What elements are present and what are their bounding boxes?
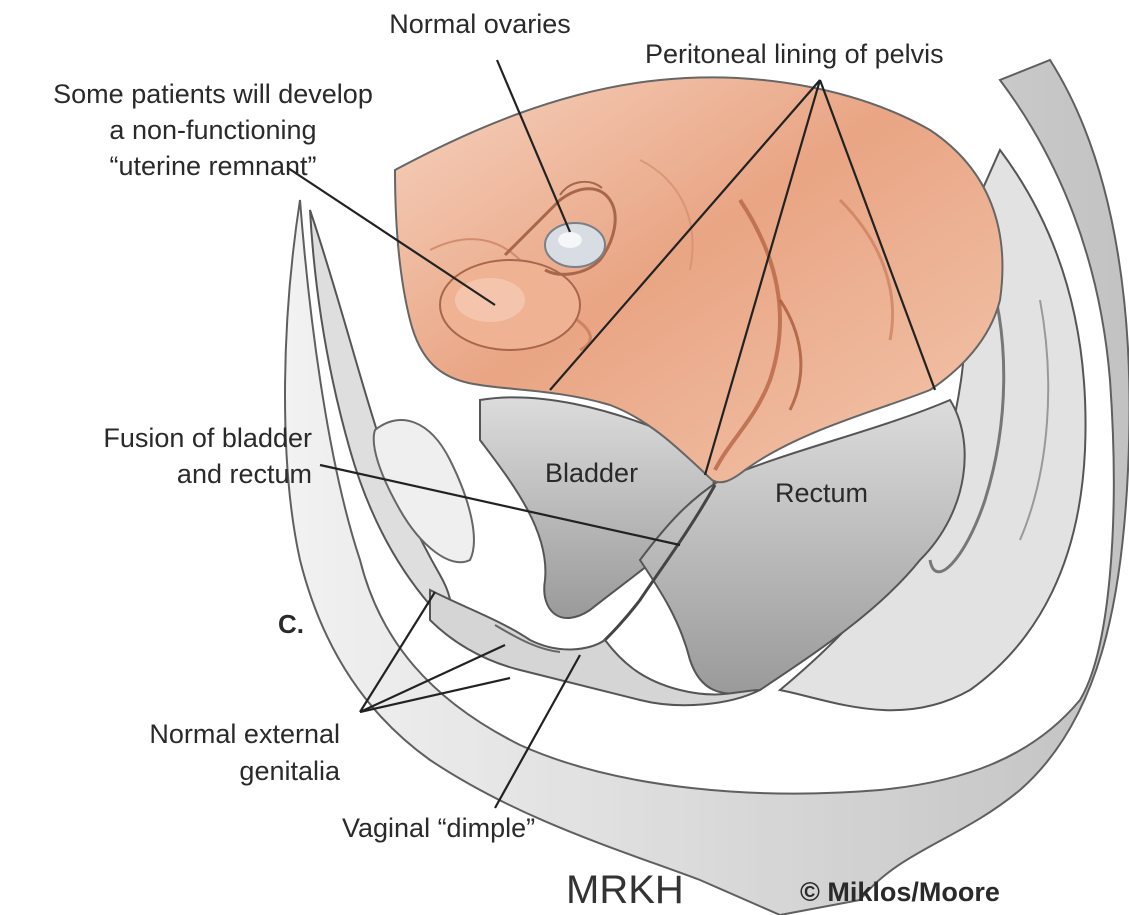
panel-letter: C. [278, 608, 304, 641]
copyright-label: © Miklos/Moore [800, 876, 1000, 909]
uterine-remnant-label-line2: a non-functioning [8, 114, 418, 147]
uterine-remnant-label-line3: “uterine remnant” [8, 150, 418, 183]
peritoneal-lining-label: Peritoneal lining of pelvis [645, 38, 944, 71]
external-genitalia-label-line1: Normal external [60, 718, 340, 751]
vaginal-dimple-label: Vaginal “dimple” [342, 812, 535, 845]
uterine-remnant-label-line1: Some patients will develop [8, 78, 418, 111]
rectum-label: Rectum [775, 477, 868, 510]
normal-ovaries-label: Normal ovaries [350, 8, 610, 41]
external-genitalia-label-line2: genitalia [60, 755, 340, 788]
fusion-label-line1: Fusion of bladder [20, 422, 312, 455]
condition-title: MRKH [566, 868, 684, 912]
fusion-label-line2: and rectum [20, 458, 312, 491]
bladder-label: Bladder [545, 457, 638, 490]
